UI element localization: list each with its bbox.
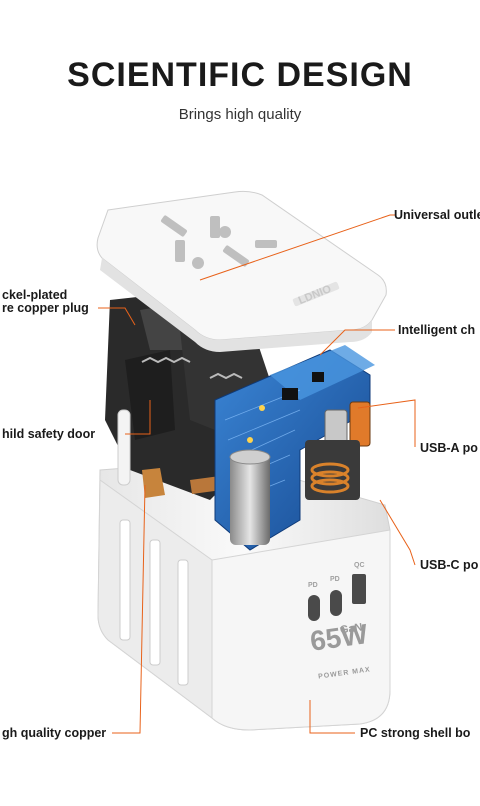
page-subtitle: Brings high quality: [178, 106, 302, 123]
leader-lines: [98, 214, 416, 734]
callout-intelligent-chip: Intelligent ch: [398, 323, 476, 337]
front-ports: [308, 574, 366, 621]
callout-usb-a-port: USB-A po: [420, 441, 478, 455]
callout-pc-shell: PC strong shell bo: [360, 726, 471, 740]
port-label-pd-2: PD: [330, 576, 340, 583]
callout-usb-c-port: USB-C po: [420, 558, 479, 572]
port-label-pd-1: PD: [308, 582, 318, 589]
port-label-qc: QC: [354, 562, 365, 569]
page-title: SCIENTIFIC DESIGN: [67, 56, 413, 94]
callout-nickel-plated-line2: re copper plug: [2, 301, 89, 315]
pcb-board: [214, 345, 375, 551]
callout-nickel-plated-line1: ckel-plated: [2, 288, 68, 302]
callout-child-safety-door: hild safety door: [2, 427, 96, 441]
callout-high-quality-copper: gh quality copper: [2, 726, 107, 740]
callout-universal-outlet: Universal outle: [394, 208, 480, 222]
gan-label: GaN: [339, 621, 364, 637]
bottom-shell: [97, 459, 391, 731]
